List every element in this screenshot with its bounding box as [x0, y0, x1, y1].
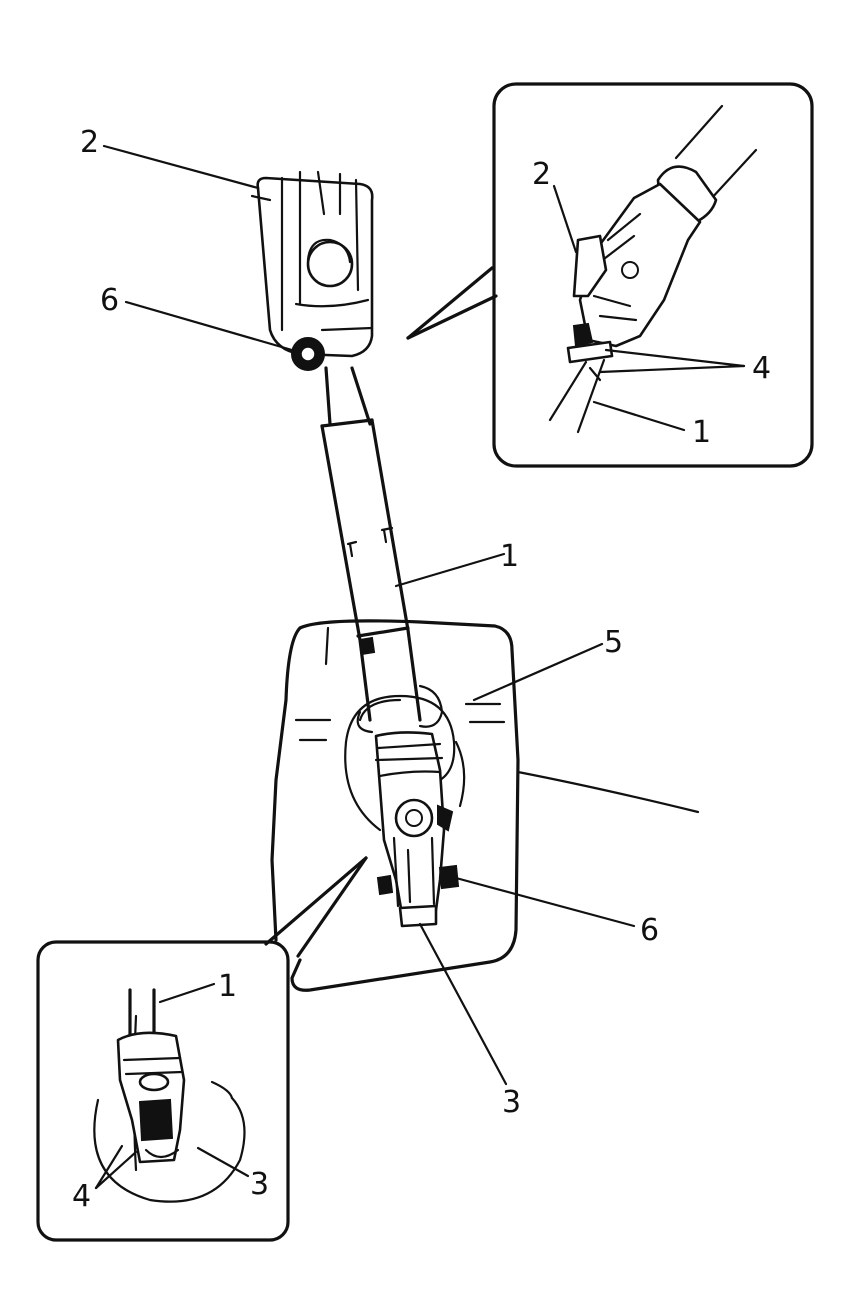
- steering-boot: [270, 619, 700, 992]
- inset-pointers: [264, 266, 498, 958]
- inset-upper-callout-4: 4: [752, 351, 771, 386]
- callout-5-boot: 5: [604, 625, 623, 660]
- inset-upper: [492, 82, 814, 468]
- inset-lower-callout-3: 3: [250, 1167, 269, 1202]
- callout-labels: 2 6 1 5 6 3 2 4 1 1 4 3: [72, 125, 771, 1214]
- callout-2-top: 2: [80, 125, 99, 160]
- callout-1-shaft: 1: [500, 539, 519, 574]
- inset-lower-callout-4: 4: [72, 1179, 91, 1214]
- upper-universal-joint: [250, 170, 374, 371]
- inset-lower-callout-1: 1: [218, 969, 237, 1004]
- callout-3-bottom: 3: [502, 1085, 521, 1120]
- inset-upper-callout-1: 1: [692, 415, 711, 450]
- leader-lines: [94, 144, 746, 1190]
- lower-universal-joint: [374, 731, 460, 928]
- bolt-6-upper: [291, 337, 325, 371]
- callout-6-bottom: 6: [640, 913, 659, 948]
- intermediate-shaft: [320, 366, 422, 722]
- inset-upper-callout-2: 2: [532, 157, 551, 192]
- callout-6-top: 6: [100, 283, 119, 318]
